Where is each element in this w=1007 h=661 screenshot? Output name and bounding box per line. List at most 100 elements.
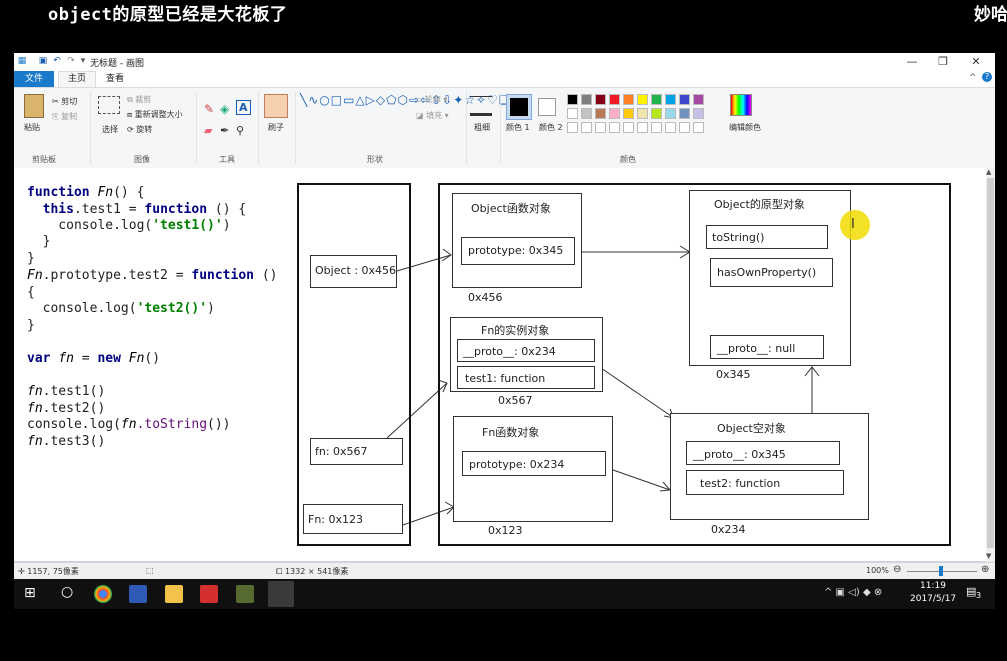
tostring-label: toString()	[712, 231, 765, 244]
fn-instance-address: 0x567	[498, 394, 533, 407]
help-icon[interactable]: ?	[982, 72, 992, 82]
palette-swatch[interactable]	[637, 108, 648, 119]
clock-time[interactable]: 11:19	[920, 581, 946, 591]
palette-swatch[interactable]	[623, 122, 634, 133]
minimize-button[interactable]: —	[906, 55, 918, 68]
drawing-canvas[interactable]: function Fn() { this.test1 = function ()…	[14, 168, 988, 561]
text-tool-icon[interactable]: A	[236, 100, 251, 115]
palette-swatch[interactable]	[567, 94, 578, 105]
object-prototype-address: 0x345	[716, 368, 751, 381]
palette-swatch[interactable]	[595, 122, 606, 133]
file-explorer-icon[interactable]	[165, 585, 183, 603]
palette-swatch[interactable]	[651, 122, 662, 133]
edit-colors-icon[interactable]	[730, 94, 752, 116]
palette-swatch[interactable]	[595, 94, 606, 105]
pencil-icon[interactable]: ✎	[204, 102, 215, 116]
select-button[interactable]: 选择	[102, 125, 118, 134]
palette-swatch[interactable]	[679, 108, 690, 119]
scroll-down-icon[interactable]: ▼	[986, 552, 992, 560]
rotate-button[interactable]: ⟳ 旋转	[127, 125, 153, 134]
palette-swatch[interactable]	[637, 122, 648, 133]
palette-swatch[interactable]	[623, 94, 634, 105]
palette-swatch[interactable]	[693, 94, 704, 105]
search-icon[interactable]: ○	[61, 584, 74, 600]
customize-toolbar-icon[interactable]: ▾	[80, 56, 86, 66]
palette-swatch[interactable]	[693, 122, 704, 133]
fill-icon[interactable]: ◈	[220, 102, 230, 116]
maximize-button[interactable]: ❐	[938, 55, 948, 68]
code-line: fn.test1()	[27, 384, 106, 399]
size-button[interactable]: 粗细	[474, 123, 490, 132]
palette-swatch[interactable]	[567, 108, 578, 119]
brushes-button[interactable]: 刷子	[268, 123, 284, 132]
palette-swatch[interactable]	[609, 108, 620, 119]
palette-swatch[interactable]	[679, 122, 690, 133]
code-line: console.log('test2()')	[27, 301, 215, 316]
paint-taskbar-icon[interactable]	[268, 581, 294, 607]
fn-instance-box: Fn的实例对象 __proto__: 0x234 test1: function	[450, 317, 603, 392]
fill-button[interactable]: ◪ 填充 ▾	[416, 111, 449, 120]
code-line: {	[27, 285, 35, 300]
object-prototype-title: Object的原型对象	[714, 198, 805, 211]
paste-button[interactable]: 粘贴	[24, 123, 40, 132]
start-icon[interactable]: ⊞	[24, 585, 36, 601]
palette-swatch[interactable]	[679, 94, 690, 105]
select-icon[interactable]	[98, 96, 120, 114]
color1-selector[interactable]	[506, 94, 532, 120]
scroll-up-icon[interactable]: ▲	[986, 168, 992, 176]
xmind-icon[interactable]	[200, 585, 218, 603]
undo-icon[interactable]: ↶	[53, 56, 61, 66]
zoom-slider-thumb[interactable]	[939, 566, 943, 576]
close-button[interactable]: ✕	[971, 55, 981, 68]
notification-icon[interactable]: ▤	[966, 585, 977, 598]
palette-swatch[interactable]	[609, 122, 620, 133]
paste-icon[interactable]	[24, 94, 44, 118]
zoom-out-icon[interactable]: ⊖	[893, 564, 902, 575]
clock-date[interactable]: 2017/5/17	[910, 594, 957, 604]
shapes-gallery[interactable]: ╲∿○□▭△▷◇⬠⬡⇨⇦⇧⇩✦☆✧♡❑▢	[300, 93, 523, 107]
vertical-scrollbar[interactable]: ▲ ▼	[986, 168, 995, 562]
tab-file[interactable]: 文件	[14, 71, 54, 87]
separator	[90, 92, 91, 164]
copy-button[interactable]: ⎘ 复制	[52, 112, 77, 121]
cut-button[interactable]: ✂ 剪切	[52, 97, 78, 106]
save-icon[interactable]: ▣	[38, 56, 48, 66]
scroll-thumb[interactable]	[987, 178, 994, 548]
palette-swatch[interactable]	[623, 108, 634, 119]
video-overlay-right-text: 妙哈	[974, 5, 1007, 25]
palette-swatch[interactable]	[595, 108, 606, 119]
color2-selector[interactable]	[538, 98, 556, 116]
palette-swatch[interactable]	[581, 122, 592, 133]
palette-swatch[interactable]	[693, 108, 704, 119]
magnifier-icon[interactable]: ⚲	[236, 124, 245, 137]
palette-swatch[interactable]	[665, 122, 676, 133]
hasownproperty-field: hasOwnProperty()	[710, 258, 833, 287]
palette-swatch[interactable]	[651, 108, 662, 119]
crop-button[interactable]: ⧉ 裁剪	[127, 95, 152, 104]
brush-icon[interactable]	[264, 94, 288, 118]
tab-home[interactable]: 主页	[58, 71, 96, 88]
size-icon[interactable]	[470, 96, 492, 116]
resize-button[interactable]: ⧈ 重新调整大小	[127, 110, 183, 119]
webstorm-icon[interactable]	[129, 585, 147, 603]
edit-colors-button[interactable]: 编辑颜色	[729, 123, 761, 132]
color-picker-icon[interactable]: ✒	[220, 124, 230, 137]
palette-swatch[interactable]	[665, 94, 676, 105]
zoom-in-icon[interactable]: ⊕	[981, 564, 990, 575]
collapse-ribbon-icon[interactable]: ^	[969, 73, 977, 83]
app-icon[interactable]	[236, 585, 254, 603]
eraser-icon[interactable]: ▰	[204, 124, 213, 137]
palette-swatch[interactable]	[567, 122, 578, 133]
palette-swatch[interactable]	[651, 94, 662, 105]
tray-icons[interactable]: ^ ▣ ◁) ◆ ⊗	[824, 587, 883, 598]
chrome-icon[interactable]	[94, 585, 112, 603]
outline-button[interactable]: ▱ 轮廓 ▾	[416, 95, 448, 104]
palette-swatch[interactable]	[581, 94, 592, 105]
tab-view[interactable]: 查看	[105, 74, 124, 84]
palette-swatch[interactable]	[581, 108, 592, 119]
palette-swatch[interactable]	[665, 108, 676, 119]
palette-swatch[interactable]	[609, 94, 620, 105]
paint-window: ▦ ▣ ↶ ↷ ▾ 无标题 - 画图 — ❐ ✕ 文件 主页 查看 ^ ? 粘贴…	[14, 53, 995, 580]
redo-icon[interactable]: ↷	[67, 56, 75, 66]
palette-swatch[interactable]	[637, 94, 648, 105]
